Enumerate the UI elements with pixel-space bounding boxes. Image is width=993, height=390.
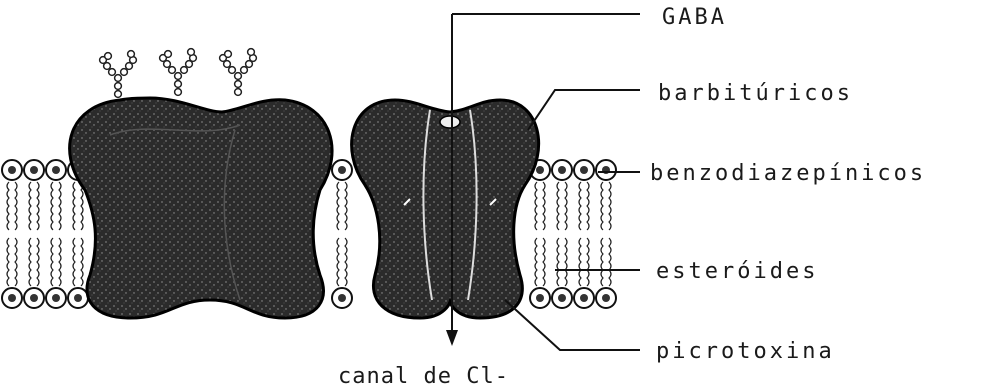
lipid-tail: [557, 238, 559, 286]
lipid-tail: [609, 238, 611, 286]
lipid-tail: [29, 182, 31, 230]
glycan-bead: [128, 51, 135, 58]
lipid-head-core: [558, 294, 566, 302]
leader-barbituricos: [528, 90, 640, 130]
glycan-bead: [225, 51, 232, 58]
label-benzodiazepinicos: benzodiazepínicos: [650, 161, 926, 186]
glycan-chains: [100, 49, 257, 98]
lipid-head-core: [30, 166, 38, 174]
glycan-bead: [235, 89, 242, 96]
lipid-tail: [37, 182, 39, 230]
glycan-bead: [109, 69, 116, 76]
lipid-tail: [81, 238, 83, 286]
lipid-head-core: [602, 294, 610, 302]
glycan-bead: [188, 49, 195, 56]
lipid-tail: [535, 238, 537, 286]
lipid-tail: [51, 238, 53, 286]
lipid-head-core: [536, 294, 544, 302]
lipid-tail: [557, 182, 559, 230]
lipid-tail: [345, 182, 347, 230]
receptor-left: [70, 49, 332, 318]
lipid-head-core: [558, 166, 566, 174]
lipid-head-core: [580, 294, 588, 302]
lipid-tail: [587, 238, 589, 286]
lipid-tail: [59, 182, 61, 230]
lipid-head-core: [580, 166, 588, 174]
lipid-head-core: [8, 294, 16, 302]
receptor-right: [352, 100, 539, 318]
lipid-head-core: [52, 294, 60, 302]
lipid-tail: [337, 238, 339, 286]
lipid-tail: [565, 238, 567, 286]
glycan-bead: [181, 67, 188, 74]
glycan-bead: [165, 51, 172, 58]
lipid-tail: [59, 238, 61, 286]
lipid-head-core: [536, 166, 544, 174]
glycan-bead: [241, 67, 248, 74]
lipid-tail: [601, 238, 603, 286]
lipid-head-core: [52, 166, 60, 174]
lipid-tail: [535, 182, 537, 230]
glycan-bead: [229, 67, 236, 74]
gaba-binding-site: [440, 116, 460, 128]
lipid-head-core: [8, 166, 16, 174]
lipid-tail: [565, 182, 567, 230]
lipid-tail: [73, 238, 75, 286]
glycan-bead: [175, 73, 182, 80]
glycan-bead: [115, 83, 122, 90]
glycan-bead: [175, 81, 182, 88]
lipid-tail: [51, 182, 53, 230]
lipid-head-core: [30, 294, 38, 302]
glycan-bead: [235, 73, 242, 80]
lipid-tail: [15, 182, 17, 230]
lipid-tail: [609, 182, 611, 230]
lipid-head-core: [74, 294, 82, 302]
lipid-tail: [7, 182, 9, 230]
lipid-head-core: [338, 166, 346, 174]
label-barbituricos: barbitúricos: [658, 81, 853, 106]
lipid-head-core: [338, 294, 346, 302]
glycan-bead: [175, 89, 182, 96]
lipid-tail: [29, 238, 31, 286]
label-picrotoxina: picrotoxina: [656, 339, 835, 364]
glycan-bead: [115, 91, 122, 98]
lipid-tail: [15, 238, 17, 286]
glycan-bead: [248, 49, 255, 56]
lipid-tail: [543, 182, 545, 230]
glycan-bead: [235, 81, 242, 88]
lipid-tail: [345, 238, 347, 286]
lipid-tail: [543, 238, 545, 286]
lipid-tail: [37, 238, 39, 286]
glycan-bead: [115, 75, 122, 82]
lipid-tail: [73, 182, 75, 230]
receptor-right-body: [352, 100, 539, 318]
label-esteroides: esteróides: [656, 259, 818, 284]
glycan-bead: [121, 69, 128, 76]
glycan-bead: [169, 67, 176, 74]
lipid-tail: [601, 182, 603, 230]
lipid-tail: [579, 182, 581, 230]
lipid-tail: [337, 182, 339, 230]
glycan-bead: [105, 53, 112, 60]
lipid-tail: [579, 238, 581, 286]
label-gaba: GABA: [662, 5, 727, 30]
lipid-tail: [7, 238, 9, 286]
caption-chloride-channel: canal de Cl-: [338, 364, 509, 389]
lipid-tail: [587, 182, 589, 230]
leader-picrotoxina: [505, 300, 640, 350]
